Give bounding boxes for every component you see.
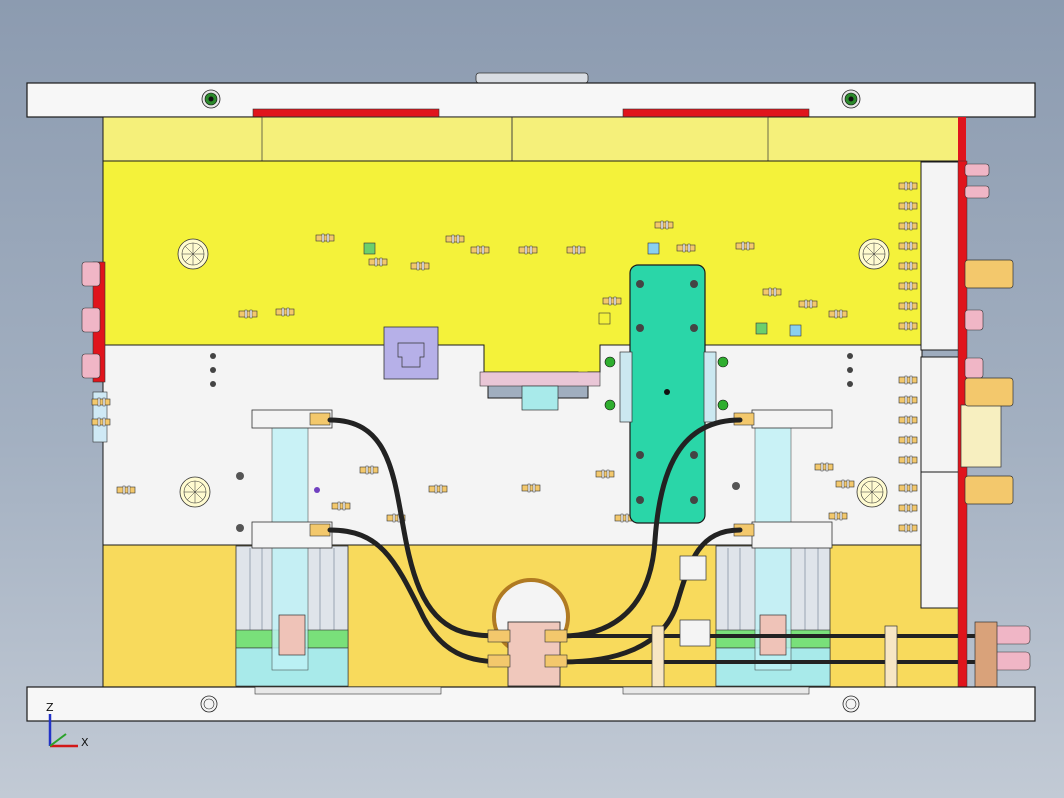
clamp-screw-left	[201, 89, 221, 109]
left-side-locks	[81, 261, 106, 383]
locating-block	[383, 326, 439, 380]
clamp-screw-right	[841, 89, 861, 109]
ejector-mark-lower-left	[179, 476, 211, 508]
ejector-mark-lower-right	[856, 476, 888, 508]
bottom-clamp-plate	[26, 686, 1036, 722]
axis-triad: Z X	[46, 701, 89, 749]
yellow-plate	[102, 160, 923, 376]
hydraulic-hoses	[327, 417, 992, 665]
center-valve-block	[487, 578, 570, 687]
gate-insert	[479, 371, 601, 411]
ejector-mark-upper-right	[858, 238, 890, 270]
axis-x-label: X	[81, 736, 89, 749]
hot-runner-manifold	[604, 264, 729, 524]
axis-z-label: Z	[46, 701, 54, 714]
cavity-top-plate	[102, 116, 966, 162]
right-couplings	[964, 163, 1031, 689]
top-clamp-plate	[26, 72, 1036, 118]
bottom-screw-right	[842, 695, 860, 713]
bottom-screw-left	[200, 695, 218, 713]
cylinder-left	[235, 409, 349, 687]
right-water-manifolds	[920, 160, 1002, 688]
ejector-mark-upper-left	[177, 238, 209, 270]
